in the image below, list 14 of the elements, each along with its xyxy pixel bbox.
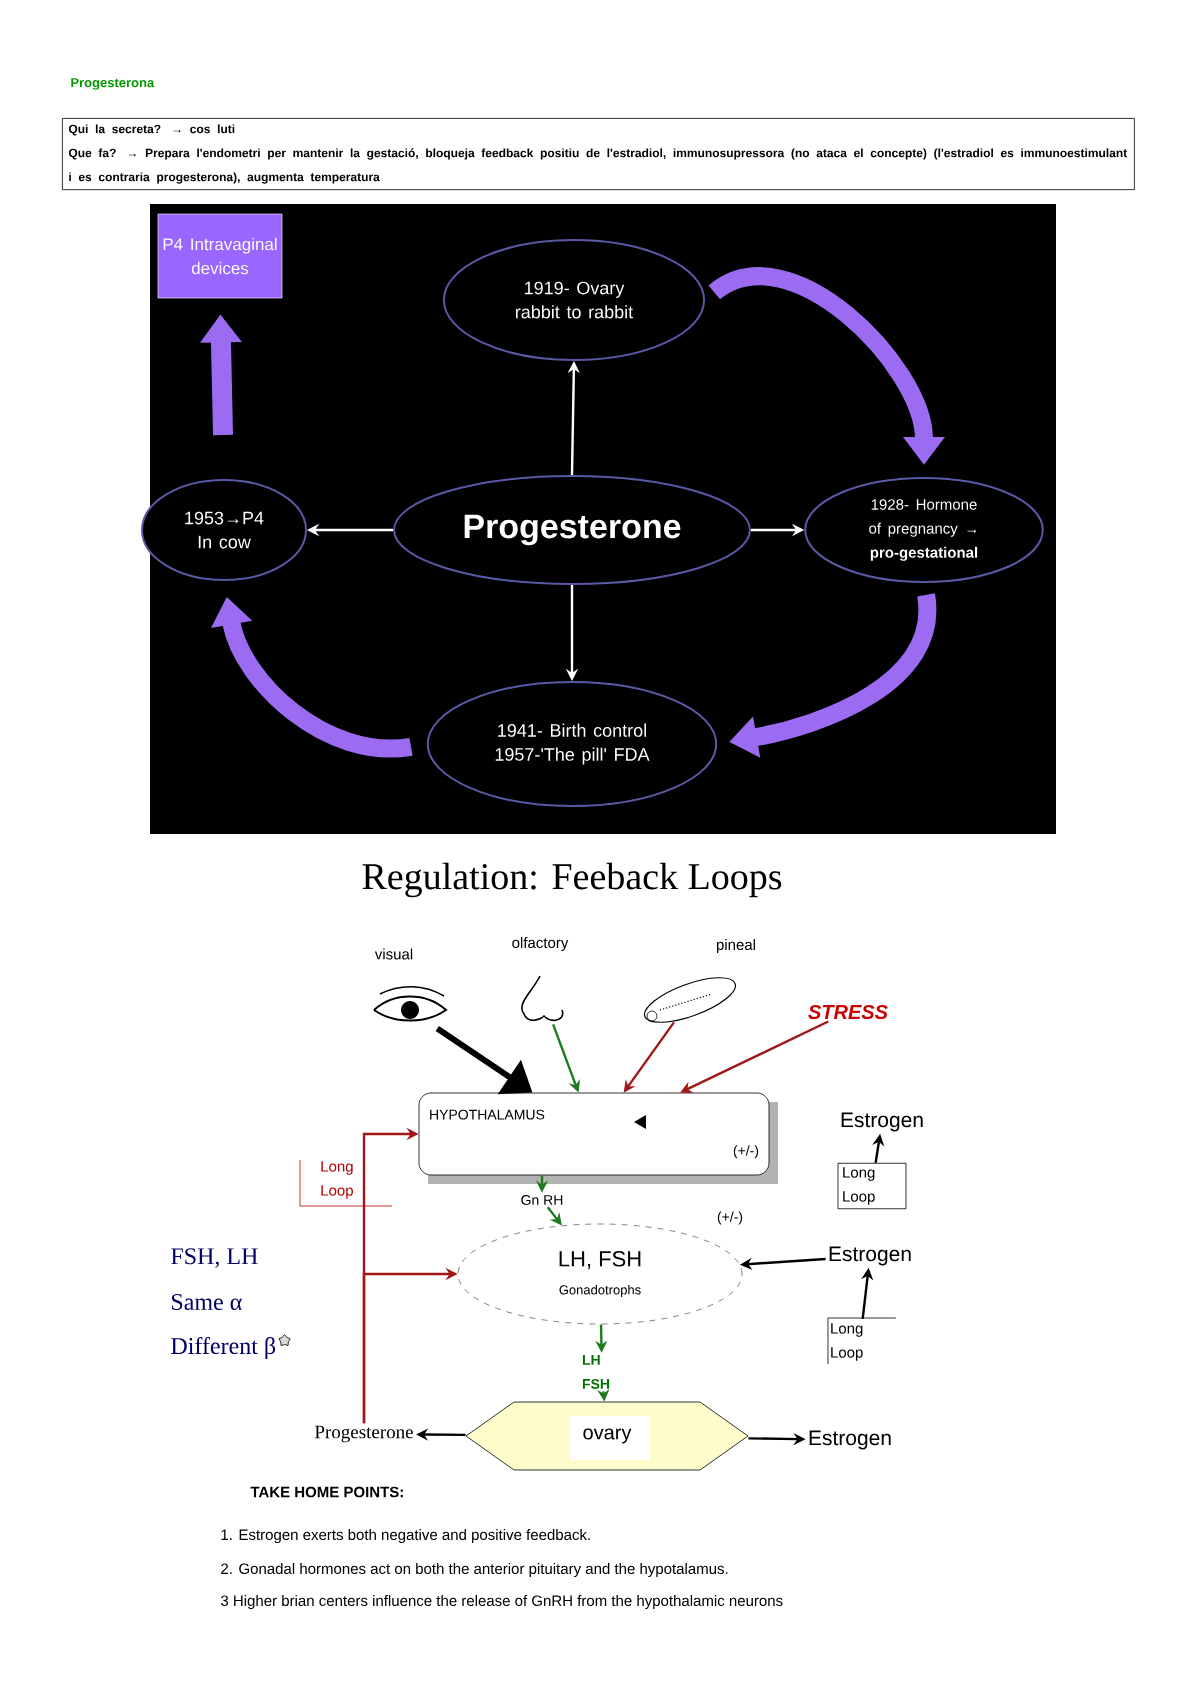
estrogen-label: Estrogen — [809, 1430, 891, 1450]
picture — [373, 985, 447, 1022]
device-box: P4 Intravaginal devices — [157, 213, 283, 299]
ovary-hexagon: ovary — [465, 1401, 749, 1471]
section-heading: Regulation: Feeback Loops — [362, 862, 782, 898]
estrogen-label: Estrogen — [841, 1112, 923, 1132]
hormone-note: FSH, LH — [171, 1248, 258, 1268]
hormone-note: Different β — [171, 1337, 276, 1359]
estrogen-label: Estrogen — [829, 1246, 911, 1266]
hormone-note: Same α — [172, 1293, 242, 1311]
progesterone-label: Progesterone — [314, 1425, 413, 1443]
stress-label: STRESS — [808, 1004, 888, 1020]
picture — [643, 977, 737, 1023]
picture — [521, 975, 564, 1022]
